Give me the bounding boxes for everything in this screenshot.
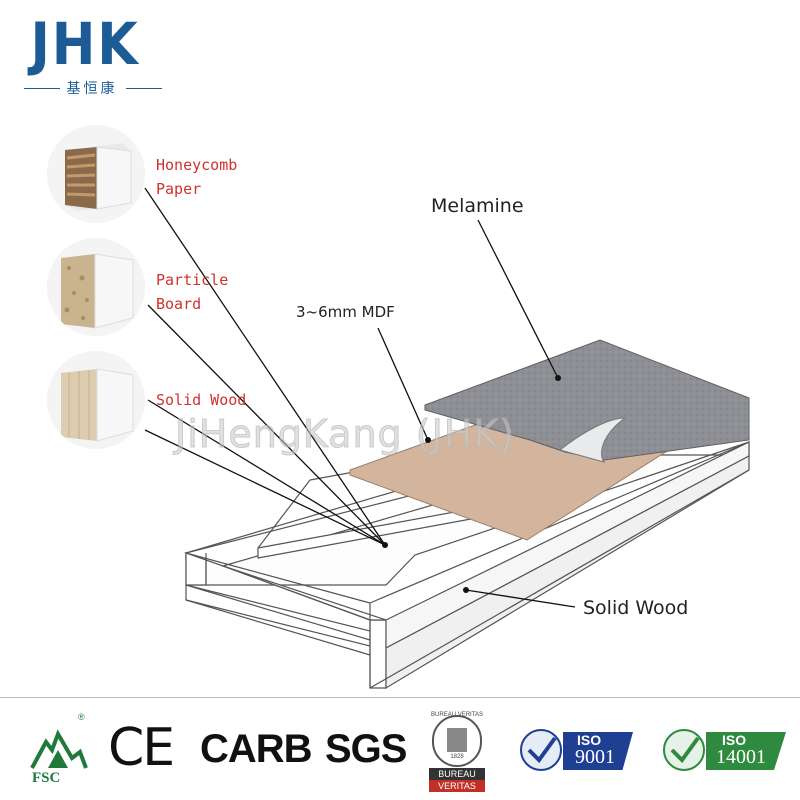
- particle-label-line2: Board: [156, 295, 202, 313]
- honeycomb-paper-image: [47, 125, 145, 223]
- iso-14001-logo: ISO 14001: [662, 728, 792, 778]
- bureau-veritas-emblem: [432, 715, 482, 767]
- solid-wood-frame-label: Solid Wood: [583, 597, 689, 619]
- brand-logo: JHK 基恒康: [22, 10, 162, 100]
- fsc-logo: ® FSC: [22, 712, 94, 792]
- iso14001-globe-icon: [663, 729, 705, 771]
- bureau-top-text: BUREAU VERITAS: [431, 712, 483, 718]
- iso14001-label: ISO: [722, 732, 747, 748]
- iso9001-number: 9001: [575, 746, 615, 768]
- fsc-tree-icon: [30, 729, 88, 769]
- bureau-line1: BUREAU: [429, 768, 485, 780]
- particle-label-line1: Particle: [156, 271, 229, 289]
- leader-lines: [144, 187, 576, 608]
- ce-mark: CE: [108, 718, 175, 778]
- melamine-label: Melamine: [431, 195, 524, 217]
- carb-logo: CARB: [200, 727, 313, 771]
- iso9001-globe-icon: [520, 729, 562, 771]
- solid-wood-core-label: Solid Wood: [156, 388, 246, 412]
- fsc-text: FSC: [32, 770, 61, 786]
- particle-board-image: [47, 238, 145, 336]
- logo-rule-right: [126, 88, 162, 89]
- iso-9001-logo: ISO 9001: [519, 728, 639, 778]
- iso14001-badge: [706, 732, 786, 770]
- sgs-logo: SGS: [325, 727, 407, 771]
- iso14001-number: 14001: [716, 746, 766, 768]
- iso9001-badge: [563, 732, 633, 770]
- honeycomb-paper-label: Honeycomb Paper: [156, 153, 237, 201]
- bureau-year: 1828: [450, 754, 464, 760]
- bureau-line2: VERITAS: [429, 780, 485, 792]
- solid-wood-image: [47, 351, 145, 449]
- divider: [0, 697, 800, 698]
- honeycomb-label-line2: Paper: [156, 180, 202, 198]
- logo-subtitle: 基恒康: [66, 81, 118, 97]
- logo-rule-left: [24, 88, 60, 89]
- solid-wood-label-line1: Solid Wood: [156, 391, 247, 409]
- fsc-registered-mark: ®: [78, 712, 85, 722]
- leader-dots: [382, 375, 561, 593]
- watermark: JiHengKang (JHK): [174, 412, 516, 457]
- door-structure-diagram: [144, 187, 750, 690]
- particle-board-label: Particle Board: [156, 268, 228, 316]
- bureau-veritas-logo: BUREAU VERITAS 1828 BUREAU VERITAS: [425, 712, 489, 794]
- iso9001-label: ISO: [577, 732, 602, 748]
- honeycomb-label-line1: Honeycomb: [156, 156, 238, 174]
- logo-text: JHK: [30, 10, 140, 78]
- melamine-layer: [424, 339, 750, 463]
- mdf-label: 3~6mm MDF: [296, 303, 395, 321]
